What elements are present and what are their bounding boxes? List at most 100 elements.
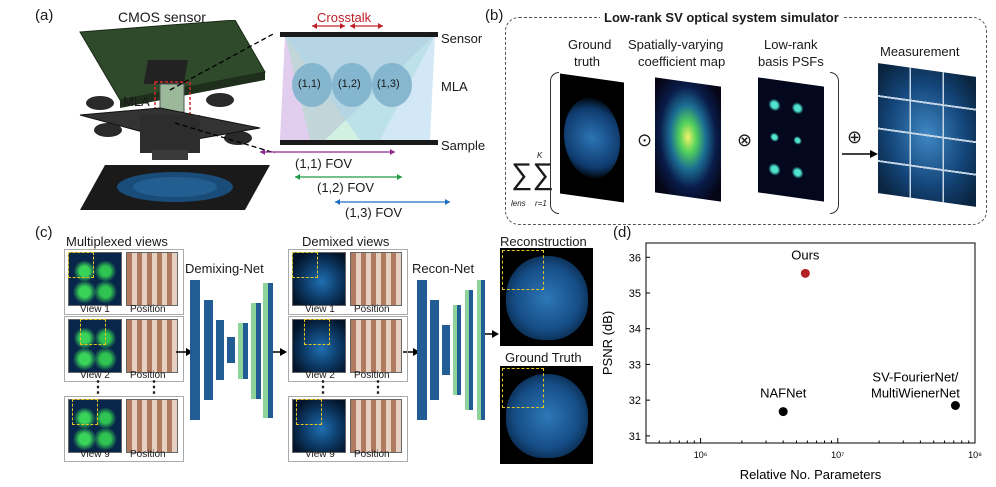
position-label: Position	[130, 304, 166, 315]
panel-a-letter: (a)	[35, 7, 54, 24]
point-label: SV-FourierNet/	[872, 370, 958, 385]
multiplexed-view-1	[68, 252, 122, 306]
y-tick-label: 31	[629, 431, 641, 443]
view-9-label: View 9	[80, 449, 110, 460]
roi-box	[292, 252, 318, 278]
ground-truth-c-label: Ground Truth	[505, 350, 582, 365]
panel-c-letter: (c)	[35, 224, 53, 241]
point-label: MultiWienerNet	[871, 386, 960, 401]
reconstruction-image	[500, 248, 593, 346]
basis-psfs-line2: basis PSFs	[758, 54, 824, 69]
sum-lower-right: r=1	[535, 199, 547, 208]
roi-box	[72, 399, 98, 425]
demixed-view-frame-9	[288, 396, 408, 462]
lens-1-3	[372, 63, 412, 107]
data-point	[800, 268, 810, 278]
multiplexed-title: Multiplexed views	[66, 234, 168, 249]
coeff-map-image	[655, 77, 721, 202]
multiplexed-view-9	[68, 399, 122, 453]
measurement-label: Measurement	[880, 44, 960, 59]
point-label: Ours	[791, 247, 820, 262]
basis-psf-image	[758, 77, 824, 202]
fov-label-3: (1,3) FOV	[345, 205, 403, 220]
position-pattern	[350, 252, 402, 306]
data-point	[778, 407, 788, 417]
mla-right-label: MLA	[441, 79, 468, 94]
data-point	[950, 401, 960, 410]
coeff-map-line1: Spatially-varying	[628, 37, 724, 52]
y-tick-label: 33	[629, 359, 641, 371]
ground-truth-image	[500, 366, 593, 464]
sensor-label: Sensor	[441, 31, 483, 46]
multiplexed-view-frame-9	[64, 396, 184, 462]
sensor-chip	[143, 60, 188, 84]
sum-upper: K	[537, 151, 543, 160]
ellipsis: ⋮	[315, 379, 331, 396]
demixed-view-9-label: View 9	[305, 449, 335, 460]
x-tick-label: 10⁷	[831, 450, 844, 460]
x-axis-label: Relative No. Parameters	[740, 467, 882, 482]
roi-box	[502, 250, 544, 290]
demixed-view-1-label: View 1	[305, 304, 335, 315]
y-axis-label: PSNR (dB)	[600, 311, 615, 375]
plot-frame	[645, 242, 976, 444]
measurement-arrow	[842, 150, 878, 158]
demixed-view-9	[292, 399, 346, 453]
left-bracket	[550, 72, 559, 214]
multiplexed-view-frame-1	[64, 249, 184, 315]
zoom-lines	[169, 32, 276, 154]
basis-psfs-line1: Low-rank	[764, 37, 818, 52]
oplus-symbol: ⊕	[847, 127, 863, 147]
position-label: Position	[354, 370, 390, 381]
mla-label: MLA	[123, 94, 150, 109]
view-2-label: View 2	[80, 370, 110, 381]
otimes-symbol: ⊗	[737, 130, 753, 150]
y-tick-label: 32	[629, 395, 641, 407]
lens-label-2: (1,2)	[338, 78, 361, 90]
cmos-sensor-label: CMOS sensor	[118, 9, 206, 25]
arrow-to-recon-net	[403, 348, 420, 356]
sum-symbols: ∑∑	[511, 158, 554, 191]
demixing-net-diagram	[190, 280, 273, 420]
odot-symbol: ⊙	[637, 130, 653, 150]
gt-image-b	[560, 73, 624, 203]
ellipsis: ⋮	[370, 379, 386, 396]
position-label: Position	[130, 370, 166, 381]
sum-lower-left: lens	[511, 199, 526, 208]
fov-arrows	[260, 149, 450, 205]
position-pattern	[126, 252, 178, 306]
crosstalk-label: Crosstalk	[317, 10, 372, 25]
ellipsis: ⋮	[146, 379, 162, 396]
view-1-label: View 1	[80, 304, 110, 315]
roi-box	[68, 252, 94, 278]
right-bracket	[830, 72, 839, 214]
position-pattern	[126, 399, 178, 453]
roi-box	[304, 319, 330, 345]
demixed-view-1	[292, 252, 346, 306]
sensor-plate	[280, 32, 438, 37]
y-tick-label: 36	[629, 252, 641, 264]
position-label: Position	[354, 304, 390, 315]
x-tick-label: 10⁶	[694, 450, 708, 460]
roi-box	[80, 319, 106, 345]
demixing-net-label: Demixing-Net	[185, 261, 264, 276]
panel-b-letter: (b)	[485, 7, 504, 24]
ground-truth-line1: Ground	[568, 37, 612, 52]
demixed-view-2	[292, 319, 346, 373]
y-tick-label: 35	[629, 288, 641, 300]
fov-label-2: (1,2) FOV	[317, 180, 375, 195]
demixed-title: Demixed views	[302, 234, 390, 249]
position-pattern	[350, 319, 402, 373]
lens-label-3: (1,3)	[377, 78, 400, 90]
sample-plate	[280, 140, 438, 145]
lens-label-1: (1,1)	[298, 78, 321, 90]
position-label: Position	[354, 449, 390, 460]
roi-box	[502, 368, 544, 408]
y-tick-label: 34	[629, 324, 641, 336]
measurement-image	[878, 63, 976, 207]
multiplexed-view-frame-2	[64, 316, 184, 382]
ellipsis: ⋮	[90, 379, 106, 396]
reconstruction-label: Reconstruction	[500, 234, 587, 249]
point-label: NAFNet	[760, 386, 807, 401]
